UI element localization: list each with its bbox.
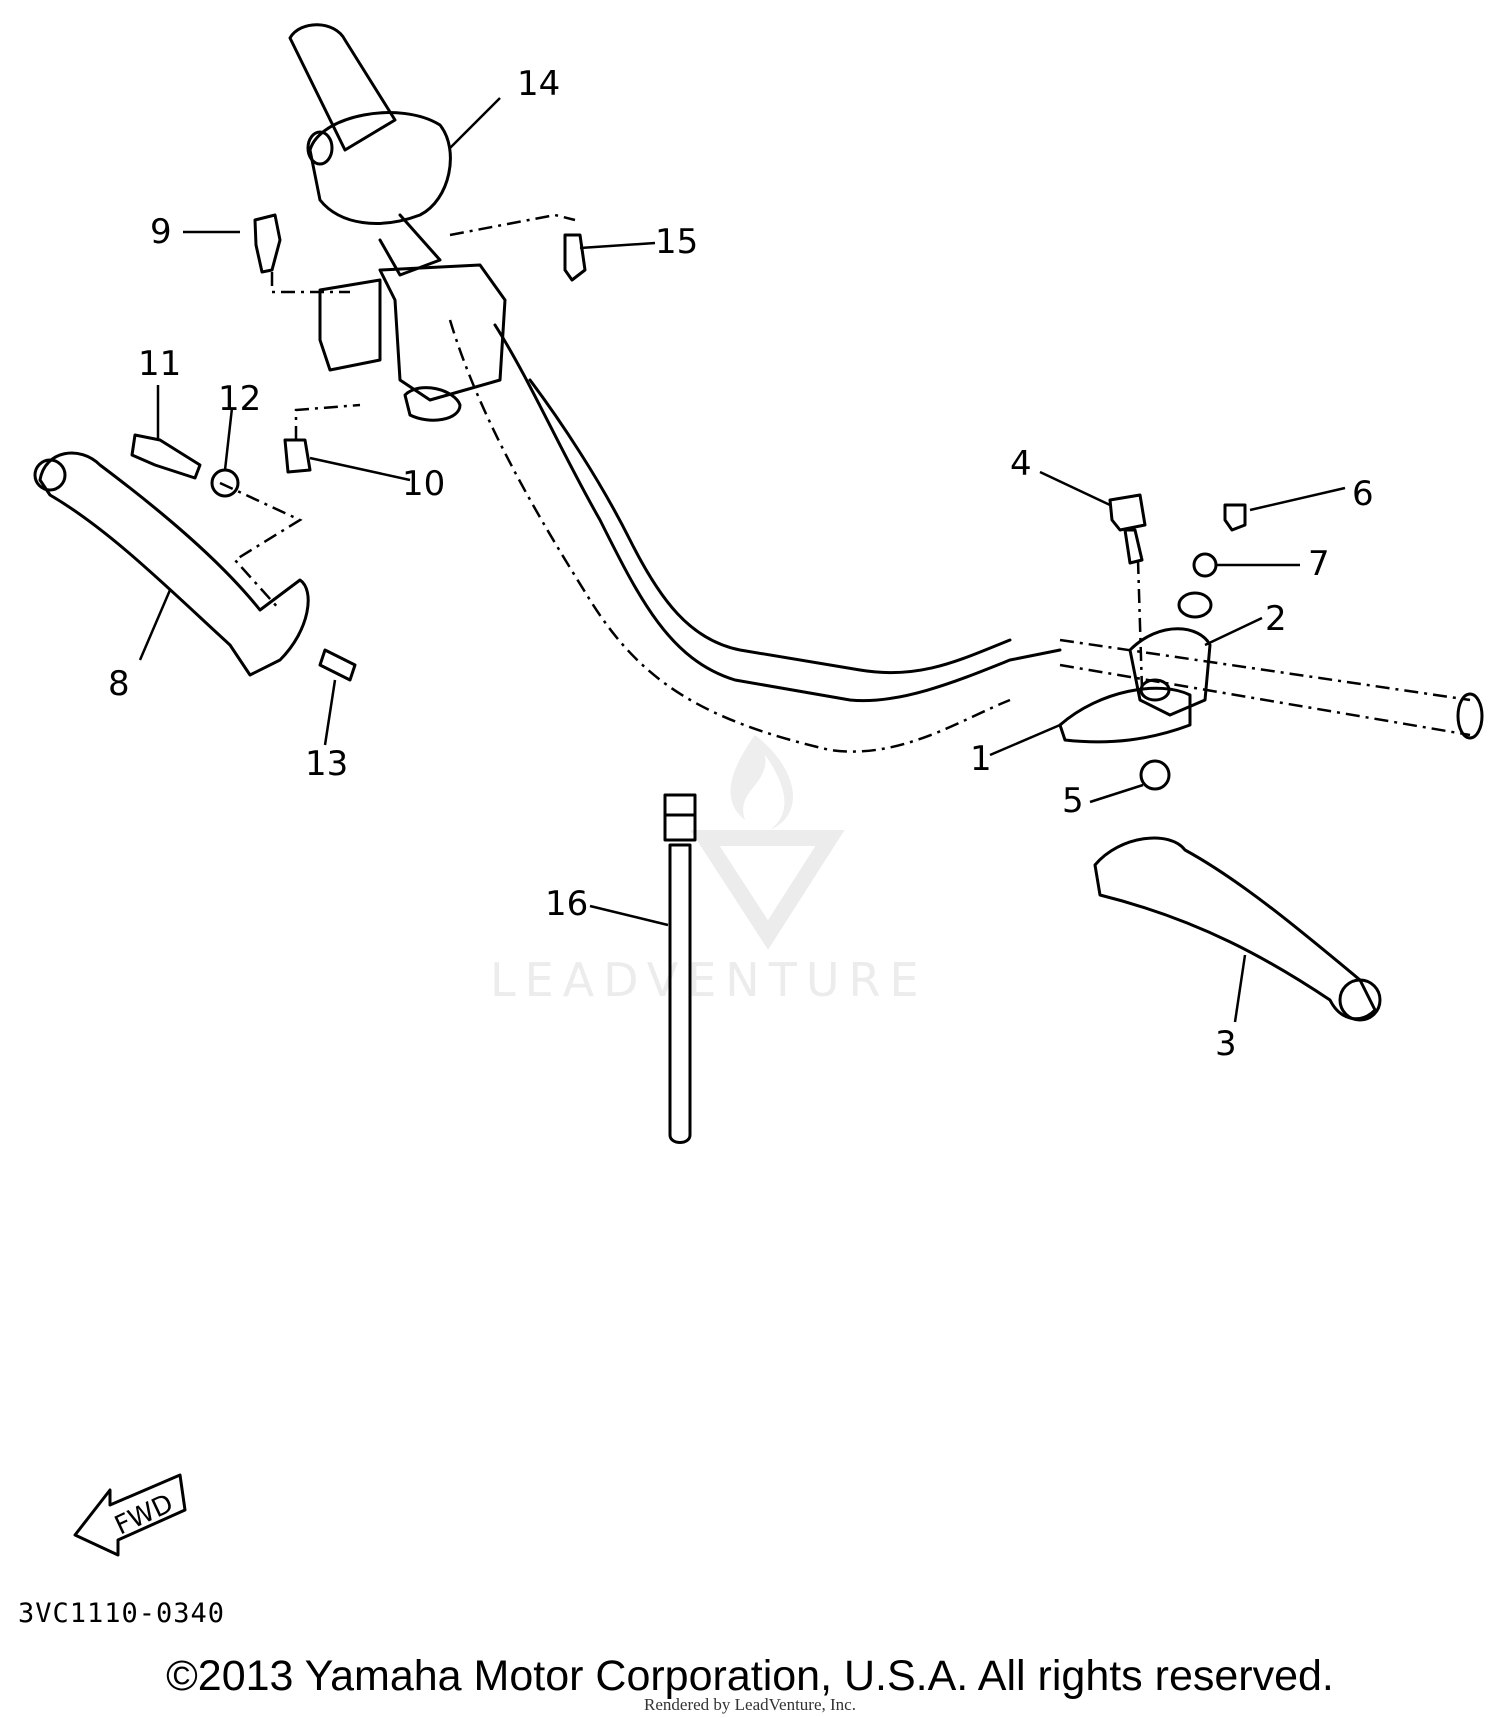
fwd-label: FWD <box>110 1489 178 1542</box>
fwd-arrow: FWD <box>73 1473 187 1557</box>
callout-3: 3 <box>1215 1024 1237 1064</box>
callout-2: 2 <box>1265 599 1287 639</box>
assembly-guides <box>219 213 1144 691</box>
rendered-by-text: Rendered by LeadVenture, Inc. <box>644 1695 856 1714</box>
callout-12: 12 <box>218 379 261 419</box>
callout-15: 15 <box>655 222 698 262</box>
handlebar <box>448 319 1484 753</box>
lever-left <box>33 451 310 677</box>
callout-5: 5 <box>1062 781 1084 821</box>
callout-8: 8 <box>108 664 130 704</box>
callout-16: 16 <box>545 884 588 924</box>
callout-6: 6 <box>1352 474 1374 514</box>
callout-14: 14 <box>517 64 560 104</box>
callout-1: 1 <box>970 739 992 779</box>
cable-tie <box>663 793 697 1144</box>
callout-10: 10 <box>402 464 445 504</box>
callout-9: 9 <box>150 212 172 252</box>
fasteners <box>130 213 1247 791</box>
copyright-text: ©2013 Yamaha Motor Corporation, U.S.A. A… <box>166 1652 1334 1700</box>
callout-labels: 1 2 3 4 5 6 7 8 9 10 11 12 13 14 15 16 <box>108 64 1374 1064</box>
callout-11: 11 <box>138 344 181 384</box>
lever-bracket <box>1058 591 1213 744</box>
throttle-assembly <box>288 23 507 422</box>
callout-4: 4 <box>1010 444 1032 484</box>
callout-13: 13 <box>305 744 348 784</box>
callout-leaders <box>138 97 1346 1023</box>
callout-7: 7 <box>1308 544 1330 584</box>
leadventure-watermark: LEADVENTURE <box>490 735 928 1007</box>
lever-right <box>1093 836 1382 1022</box>
diagram-code: 3VC1110-0340 <box>18 1598 226 1629</box>
watermark-text: LEADVENTURE <box>490 953 928 1007</box>
